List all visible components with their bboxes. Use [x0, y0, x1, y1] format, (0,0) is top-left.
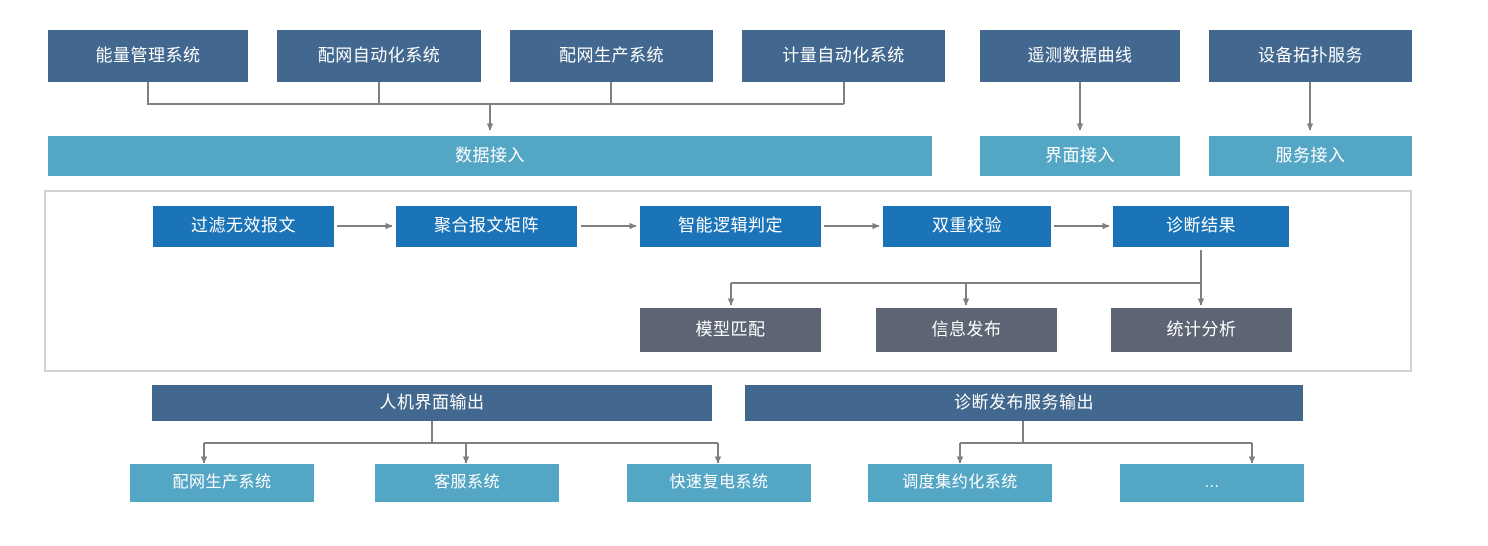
core-engine-panel	[44, 190, 1412, 372]
access-bar-ui[interactable]: 界面接入	[980, 136, 1180, 176]
source-label: 配网生产系统	[559, 45, 664, 65]
edge-ems-to-data-access	[147, 82, 844, 105]
access-bar-service[interactable]: 服务接入	[1209, 136, 1412, 176]
process-box-dual-verification[interactable]: 双重校验	[883, 206, 1051, 247]
process-label: 过滤无效报文	[191, 216, 296, 236]
edge-hmi-bus-left	[204, 421, 433, 444]
access-label: 数据接入	[455, 145, 525, 165]
process-label: 智能逻辑判定	[678, 216, 783, 236]
source-label: 能量管理系统	[95, 45, 201, 65]
process-box-intelligent-logic-decision[interactable]: 智能逻辑判定	[640, 206, 821, 247]
source-label: 计量自动化系统	[782, 45, 905, 65]
output-bar-hmi[interactable]: 人机界面输出	[152, 385, 712, 421]
access-label: 界面接入	[1045, 145, 1115, 165]
access-bar-data[interactable]: 数据接入	[48, 136, 932, 176]
result-label: 统计分析	[1166, 319, 1237, 339]
consumer-box-fast-power-restoration[interactable]: 快速复电系统	[627, 464, 811, 502]
output-bar-diagnosis-publish-service[interactable]: 诊断发布服务输出	[745, 385, 1303, 421]
consumer-box-distribution-production[interactable]: 配网生产系统	[130, 464, 314, 502]
consumer-box-more[interactable]: ...	[1120, 464, 1304, 502]
consumer-box-customer-service[interactable]: 客服系统	[375, 464, 559, 502]
process-label: 诊断结果	[1166, 216, 1236, 236]
process-label: 聚合报文矩阵	[434, 216, 539, 236]
process-box-diagnosis-result[interactable]: 诊断结果	[1113, 206, 1289, 247]
consumer-label: 配网生产系统	[172, 474, 272, 492]
source-box-metering-automation[interactable]: 计量自动化系统	[742, 30, 945, 82]
result-box-model-match[interactable]: 模型匹配	[640, 308, 821, 352]
process-box-aggregate-message-matrix[interactable]: 聚合报文矩阵	[396, 206, 577, 247]
source-label: 配网自动化系统	[317, 45, 441, 65]
result-label: 信息发布	[931, 319, 1002, 339]
output-label: 人机界面输出	[379, 392, 485, 412]
result-label: 模型匹配	[695, 319, 766, 339]
source-label: 设备拓扑服务	[1258, 45, 1363, 65]
edge-pub-bus-left	[960, 421, 1024, 444]
result-box-statistical-analysis[interactable]: 统计分析	[1111, 308, 1292, 352]
source-box-distribution-production[interactable]: 配网生产系统	[510, 30, 713, 82]
consumer-label: 调度集约化系统	[902, 474, 1018, 492]
consumer-label: 客服系统	[433, 474, 500, 492]
source-box-distribution-automation[interactable]: 配网自动化系统	[277, 30, 481, 82]
source-label: 遥测数据曲线	[1027, 45, 1133, 65]
process-label: 双重校验	[932, 216, 1002, 236]
consumer-box-dispatch-intensive[interactable]: 调度集约化系统	[868, 464, 1052, 502]
source-box-telemetry-curve[interactable]: 遥测数据曲线	[980, 30, 1180, 82]
process-box-filter-invalid-message[interactable]: 过滤无效报文	[153, 206, 334, 247]
consumer-label: ...	[1204, 474, 1220, 492]
source-box-device-topology-service[interactable]: 设备拓扑服务	[1209, 30, 1412, 82]
result-box-info-publish[interactable]: 信息发布	[876, 308, 1057, 352]
source-box-energy-management[interactable]: 能量管理系统	[48, 30, 248, 82]
consumer-label: 快速复电系统	[669, 474, 769, 492]
access-label: 服务接入	[1275, 145, 1346, 165]
output-label: 诊断发布服务输出	[954, 392, 1094, 412]
